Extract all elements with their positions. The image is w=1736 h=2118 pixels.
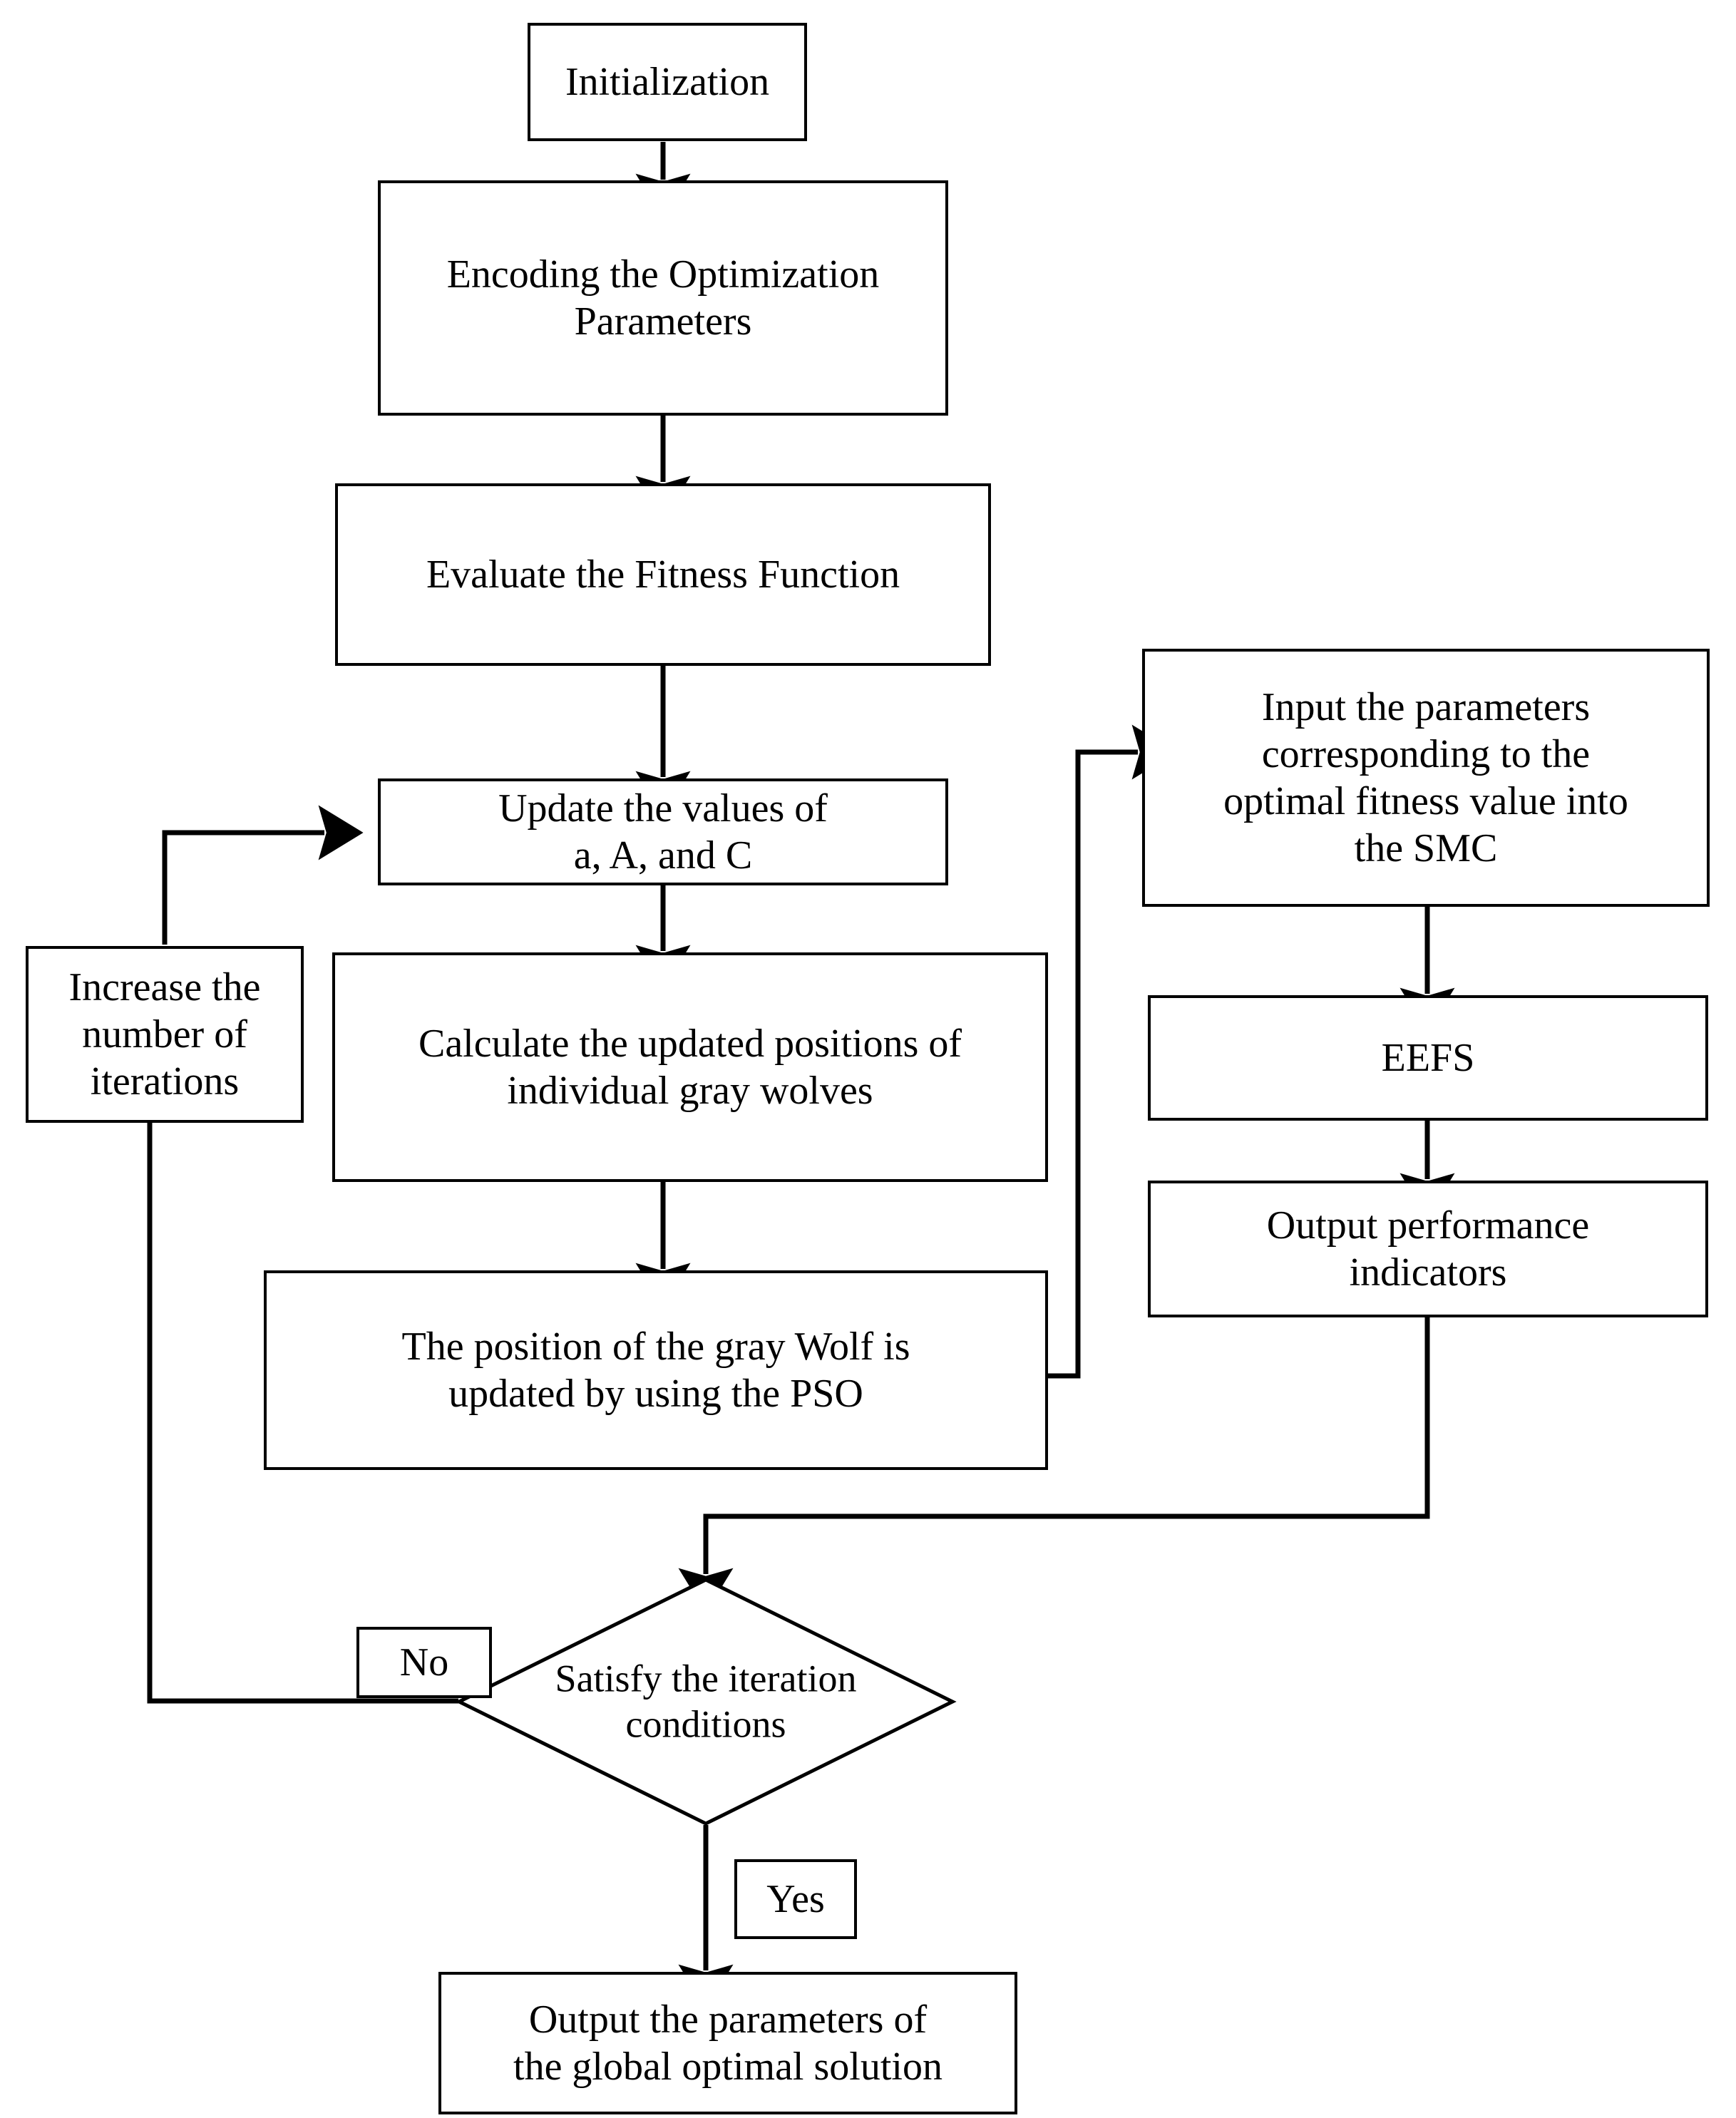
node-eefs[interactable]: EEFS [1148, 995, 1708, 1121]
edge-pso-to-input [1048, 724, 1177, 1379]
edge-label-no-text: No [399, 1640, 449, 1685]
node-calculate-positions[interactable]: Calculate the updated positions of indiv… [332, 952, 1048, 1182]
edge-label-no: No [356, 1627, 492, 1698]
edge-increase-to-update [162, 805, 364, 945]
node-update-values[interactable]: Update the values of a, A, and C [378, 778, 948, 885]
node-eefs-label: EEFS [1381, 1035, 1475, 1080]
edge-label-yes-text: Yes [766, 1877, 825, 1921]
decision-diamond-shape [455, 1578, 957, 1826]
node-decision-label: Satisfy the iteration conditions [555, 1657, 857, 1745]
node-output-indicators[interactable]: Output performance indicators [1148, 1181, 1708, 1317]
node-evaluate-fitness[interactable]: Evaluate the Fitness Function [335, 483, 991, 666]
node-calculate-positions-label: Calculate the updated positions of indiv… [418, 1021, 962, 1113]
node-increase-iterations-label: Increase the number of iterations [68, 965, 261, 1104]
edge-label-yes: Yes [734, 1859, 857, 1939]
node-output-global[interactable]: Output the parameters of the global opti… [438, 1972, 1017, 2114]
node-decision[interactable]: Satisfy the iteration conditions [455, 1577, 957, 1826]
node-encoding[interactable]: Encoding the Optimization Parameters [378, 180, 948, 416]
node-input-parameters[interactable]: Input the parameters corresponding to th… [1142, 649, 1710, 907]
node-initialization[interactable]: Initialization [528, 23, 807, 141]
node-input-parameters-label: Input the parameters corresponding to th… [1223, 684, 1628, 871]
node-increase-iterations[interactable]: Increase the number of iterations [26, 946, 304, 1123]
node-output-global-label: Output the parameters of the global opti… [513, 1997, 943, 2089]
node-pso-update[interactable]: The position of the gray Wolf is updated… [264, 1270, 1048, 1470]
node-encoding-label: Encoding the Optimization Parameters [446, 252, 880, 344]
node-update-values-label: Update the values of a, A, and C [498, 786, 828, 878]
node-pso-update-label: The position of the gray Wolf is updated… [401, 1324, 910, 1416]
node-output-indicators-label: Output performance indicators [1266, 1203, 1590, 1295]
node-evaluate-fitness-label: Evaluate the Fitness Function [426, 552, 900, 597]
node-initialization-label: Initialization [565, 59, 770, 104]
